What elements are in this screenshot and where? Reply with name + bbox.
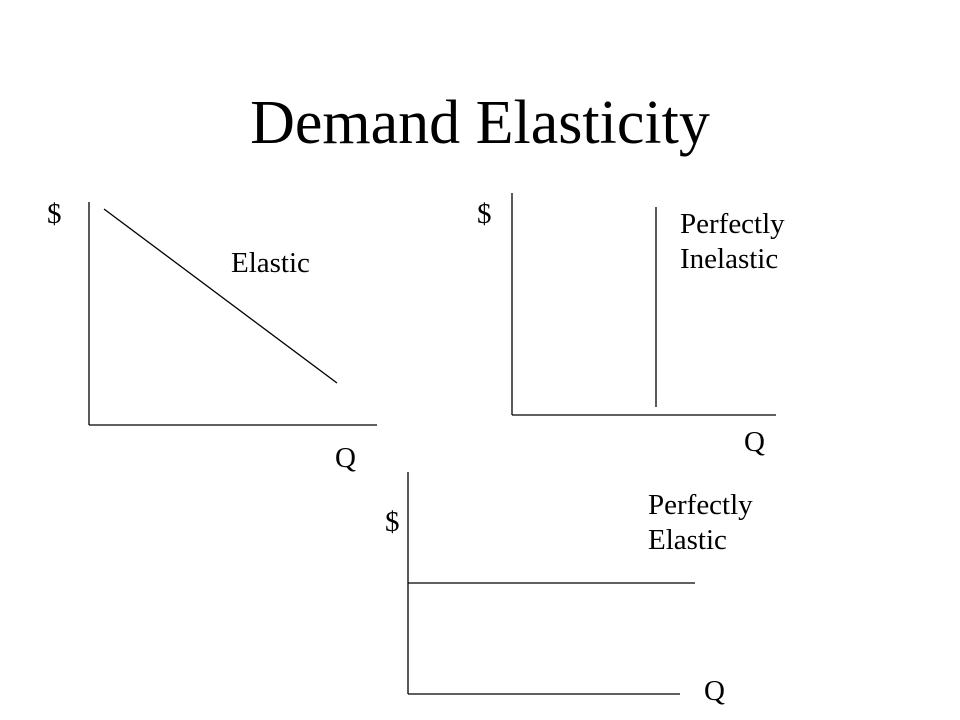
x-axis-label: Q xyxy=(335,442,356,474)
curve-label: Perfectly Elastic xyxy=(648,489,753,557)
x-axis-label: Q xyxy=(744,426,765,458)
page-title: Demand Elasticity xyxy=(250,89,710,157)
graph-perfectly-inelastic xyxy=(511,193,776,416)
curve-label: Perfectly Inelastic xyxy=(680,208,785,276)
y-axis-label: $ xyxy=(385,506,400,538)
graph-elastic xyxy=(88,202,377,426)
y-axis-label: $ xyxy=(47,198,62,230)
y-axis-label: $ xyxy=(477,198,492,230)
demand-curve xyxy=(103,208,338,384)
x-axis-label: Q xyxy=(704,675,725,707)
graph-perfectly-elastic xyxy=(407,472,695,695)
curve-label: Elastic xyxy=(231,247,310,279)
